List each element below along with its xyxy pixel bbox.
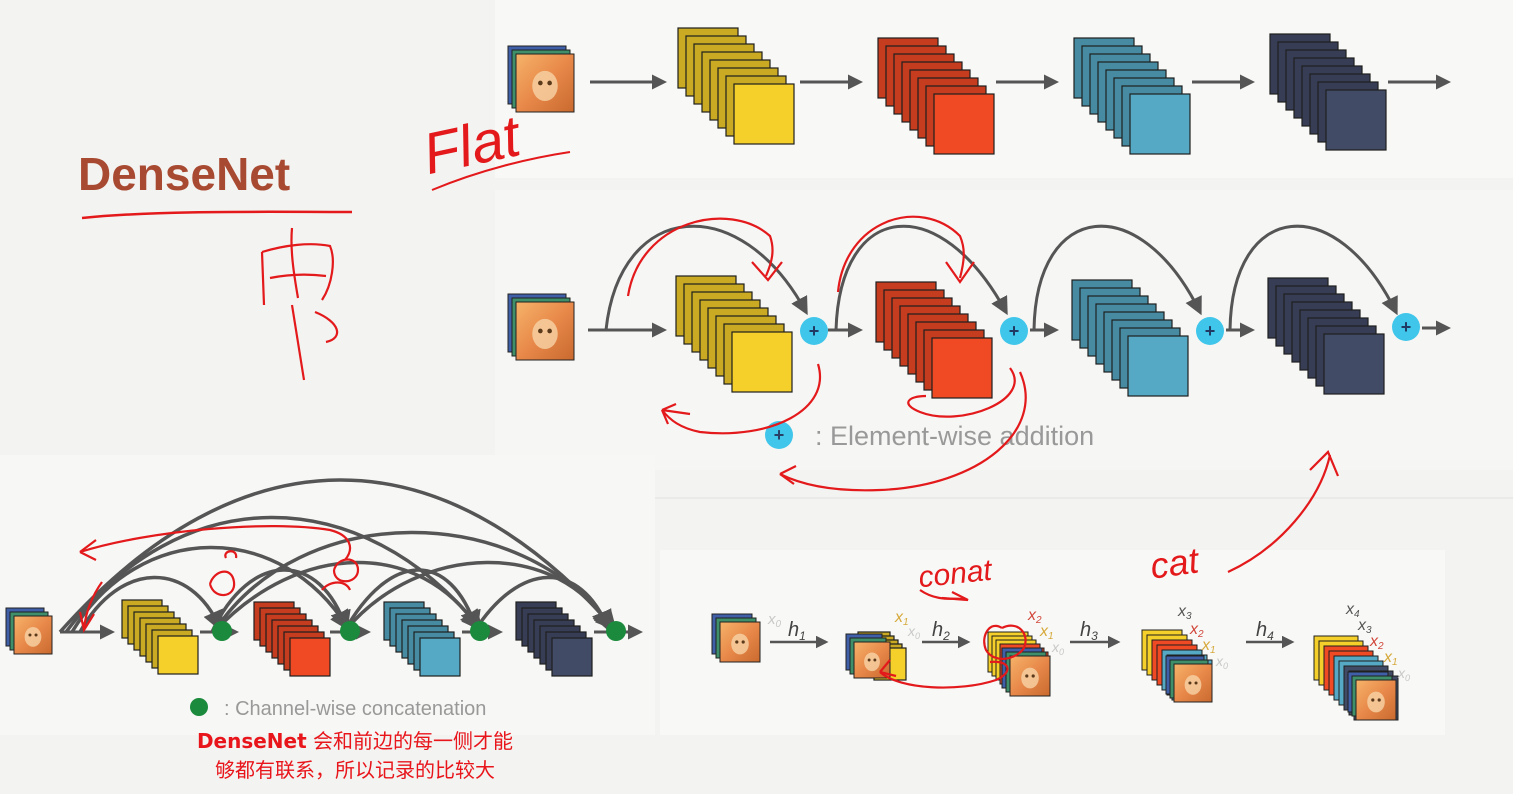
- x1-label-b: x1: [1039, 623, 1054, 642]
- x1-label-a: x1: [894, 609, 909, 628]
- dense-yellow-block: [121, 599, 199, 675]
- formula-cat-3: [1165, 655, 1213, 703]
- concat-dot-icon: [190, 698, 208, 716]
- caption-line-2: 够都有联系，所以记录的比较大: [215, 758, 495, 782]
- svg-text:+: +: [1401, 317, 1412, 337]
- formula-labels: x0 h1 x1 x0 h2 x2 x1 x0 h3 x3 x2 x1 x0 h…: [767, 601, 1410, 683]
- res-navy-block: [1267, 277, 1385, 395]
- x0-label-d: x0: [1215, 653, 1228, 671]
- x3-label-a: x3: [1177, 603, 1192, 622]
- flat-red-block: [877, 37, 995, 155]
- concat-dot-1: [212, 621, 232, 641]
- addition-legend: + : Element-wise addition: [765, 421, 1094, 451]
- svg-text:+: +: [1205, 321, 1216, 341]
- plus-node-3: +: [1196, 317, 1224, 345]
- skip-arc-1: [604, 224, 808, 331]
- input-images: [5, 45, 1397, 721]
- formula-cat-4: [1347, 671, 1397, 721]
- plus-node-4: +: [1392, 313, 1420, 341]
- x1-label-c: x1: [1201, 637, 1216, 656]
- x3-label-b: x3: [1357, 617, 1372, 636]
- x4-label: x4: [1345, 601, 1360, 620]
- cat-annotation: cat: [1148, 539, 1203, 587]
- res-blue-block: [1071, 279, 1189, 397]
- concat-annotation: conat: [917, 554, 995, 595]
- skip-arc-3: [1032, 224, 1202, 331]
- dense-input-image: [5, 607, 53, 655]
- flat-input-image: [507, 45, 575, 113]
- plus-icon: [765, 421, 793, 449]
- flat-navy-block: [1269, 33, 1387, 151]
- svg-text:+: +: [774, 425, 785, 445]
- x1-label-d: x1: [1383, 649, 1398, 668]
- red-annotations: [78, 215, 1340, 689]
- x0-label: x0: [767, 611, 782, 630]
- res-yellow-block: [675, 275, 793, 393]
- handwritten-glyph: [260, 227, 339, 381]
- svg-text:+: +: [809, 321, 820, 341]
- caption-line-1-text: 会和前边的每一侧才能: [306, 729, 514, 753]
- plus-node-1: +: [800, 317, 828, 345]
- res-input-image: [507, 293, 575, 361]
- caption: DenseNet 会和前边的每一侧才能 够都有联系，所以记录的比较大: [100, 727, 610, 785]
- dense-connection-arcs: [58, 478, 617, 634]
- title-underline: [81, 210, 353, 220]
- x2-label-a: x2: [1027, 607, 1042, 626]
- concatenation-nodes: [212, 621, 626, 641]
- row-resnet-arrows: [588, 224, 1451, 338]
- dense-blue-block: [383, 601, 461, 677]
- h1-label: h1: [788, 619, 806, 643]
- x2-label-b: x2: [1189, 621, 1204, 640]
- flat-underline: [431, 151, 571, 191]
- x0-label-c: x0: [1051, 639, 1064, 657]
- formula-cat-2: [1001, 647, 1051, 697]
- x0-label-e: x0: [1397, 665, 1410, 683]
- flat-blue-block: [1073, 37, 1191, 155]
- x0-label-b: x0: [907, 623, 920, 641]
- formula-input-image: [711, 613, 761, 663]
- dense-navy-block: [515, 601, 593, 677]
- x2-label-c: x2: [1369, 633, 1384, 652]
- flat-yellow-block: [677, 27, 795, 145]
- caption-brand: DenseNet: [196, 729, 307, 753]
- skip-arc-4: [1228, 224, 1398, 331]
- dense-red-block: [253, 601, 331, 677]
- page-title: DenseNet: [78, 148, 290, 200]
- addition-legend-text: : Element-wise addition: [815, 421, 1094, 451]
- h2-label: h2: [932, 619, 950, 643]
- h3-label: h3: [1080, 619, 1098, 643]
- addition-nodes: + + + +: [800, 313, 1420, 345]
- skip-arc-2: [834, 224, 1008, 331]
- concatenation-legend-text: : Channel-wise concatenation: [224, 698, 486, 720]
- plus-node-2: +: [1000, 317, 1028, 345]
- formula-cat-1: [845, 633, 891, 679]
- svg-text:+: +: [1009, 321, 1020, 341]
- caption-line-1: DenseNet 会和前边的每一侧才能: [100, 727, 610, 756]
- concatenation-legend: : Channel-wise concatenation: [190, 698, 486, 720]
- concat-dot-3: [470, 621, 490, 641]
- concat-dot-2: [340, 621, 360, 641]
- res-red-block: [875, 281, 993, 399]
- concat-dot-4: [606, 621, 626, 641]
- h4-label: h4: [1256, 619, 1274, 643]
